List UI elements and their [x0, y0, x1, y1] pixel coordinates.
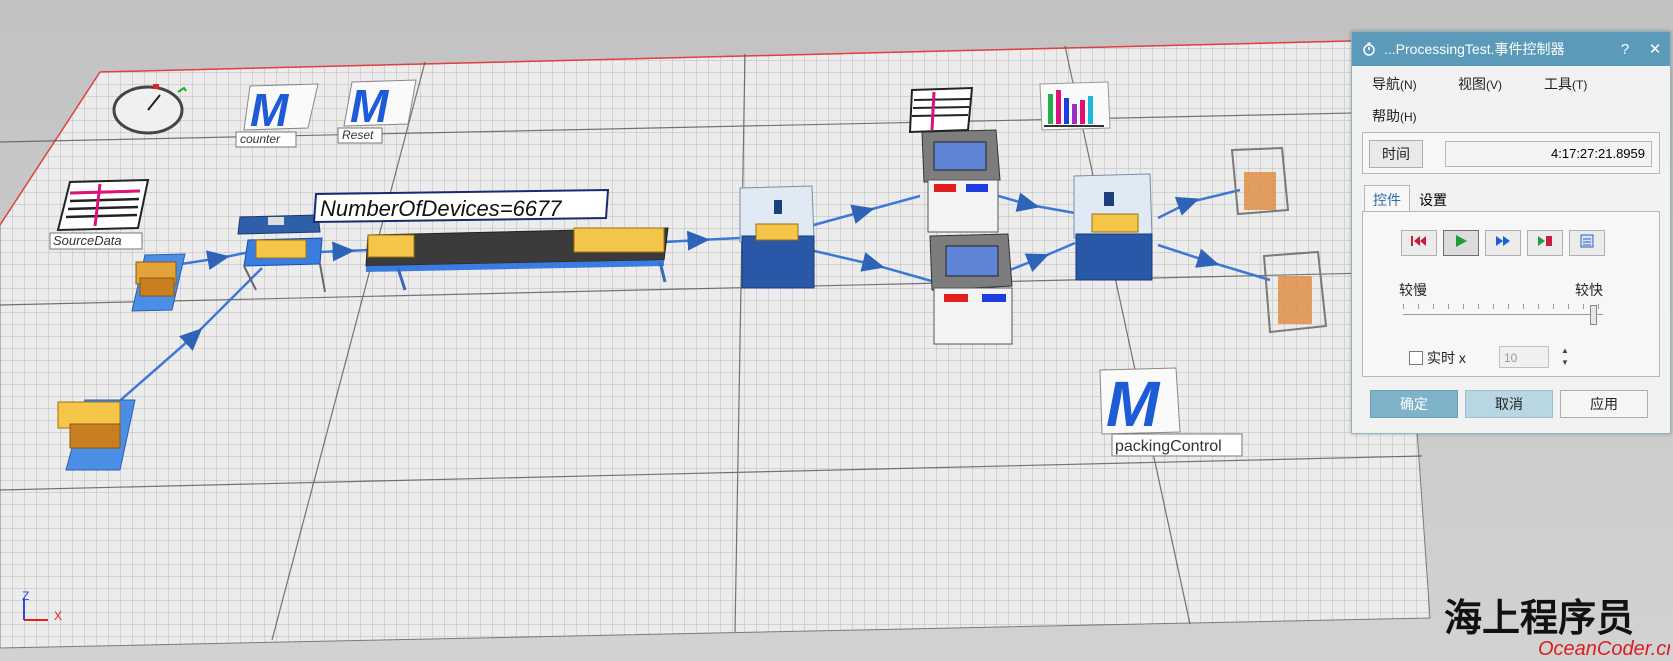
- watermark-cn: 海上程序员: [1444, 596, 1634, 640]
- realtime-label: 实时 x: [1427, 350, 1466, 366]
- realtime-checkbox[interactable]: [1409, 351, 1423, 365]
- connector: [809, 248, 936, 284]
- start-stop-button[interactable]: [1443, 230, 1479, 256]
- time-button[interactable]: 时间: [1369, 140, 1423, 168]
- conveyor-line[interactable]: [365, 227, 669, 291]
- tab-strip: 控件 设置: [1364, 185, 1456, 215]
- method-glyph: M: [1106, 368, 1161, 440]
- chart-icon[interactable]: [1039, 81, 1111, 131]
- speed-fast-label: 较快: [1575, 282, 1603, 298]
- connector: [1009, 241, 1076, 273]
- test-machine[interactable]: [921, 129, 1001, 233]
- connector: [809, 194, 921, 228]
- source-station[interactable]: [131, 253, 186, 312]
- speed-slider[interactable]: [1403, 302, 1603, 326]
- watermark-url: OceanCoder.cn: [1538, 638, 1670, 660]
- dialog-title-bar[interactable]: ...ProcessingTest.事件控制器 ? ✕: [1352, 32, 1670, 66]
- menu-bar: 导航(N) 视图(V) 工具(T) 帮助(H): [1352, 66, 1670, 134]
- method-icon-packingcontrol[interactable]: M packingControl: [1099, 367, 1243, 457]
- slider-track: [1403, 314, 1603, 315]
- sourcedata-label: SourceData: [53, 233, 122, 248]
- buffer-station[interactable]: [237, 214, 326, 293]
- connector: [114, 267, 263, 406]
- table-icon-sourcedata[interactable]: SourceData: [49, 178, 150, 250]
- drain-cage[interactable]: [1230, 146, 1290, 216]
- method-icon-counter[interactable]: M counter: [235, 83, 319, 148]
- test-machine[interactable]: [929, 233, 1013, 345]
- connector: [317, 241, 371, 262]
- fast-forward-button[interactable]: [1485, 230, 1521, 256]
- dialog-title: ...ProcessingTest.事件控制器: [1384, 41, 1565, 57]
- event-list-button[interactable]: [1569, 230, 1605, 256]
- counter-label: counter: [240, 132, 281, 146]
- stopwatch-icon[interactable]: [112, 84, 187, 135]
- axis-x-label: X: [54, 609, 62, 623]
- number-of-devices-label: NumberOfDevices=6677: [320, 196, 562, 221]
- connector: [664, 230, 741, 251]
- drain-cage[interactable]: [1262, 250, 1328, 334]
- time-display: 4:17:27:21.8959: [1445, 141, 1652, 167]
- connector: [174, 250, 251, 271]
- watermark-logo: 海上程序员 OceanCoder.cn: [1444, 596, 1670, 660]
- menu-tools[interactable]: 工具(T): [1544, 76, 1588, 92]
- controls-panel: 较慢 较快 实时 x 10 ▲ ▼: [1362, 211, 1660, 377]
- spin-down-icon[interactable]: ▼: [1561, 358, 1569, 367]
- realtime-factor-input[interactable]: 10: [1499, 346, 1549, 368]
- fast-forward-icon: [1494, 234, 1512, 253]
- axis-z-label: Z: [22, 589, 29, 603]
- tab-settings[interactable]: 设置: [1419, 192, 1447, 208]
- cancel-button[interactable]: 取消: [1465, 390, 1553, 418]
- menu-navigate[interactable]: 导航(N): [1372, 76, 1417, 92]
- packing-station[interactable]: [1073, 173, 1153, 281]
- time-group: 时间 4:17:27:21.8959: [1362, 132, 1660, 174]
- connector: [1157, 188, 1241, 220]
- apply-button[interactable]: 应用: [1560, 390, 1648, 418]
- step-stop-icon: [1536, 234, 1554, 253]
- reset-to-start-button[interactable]: [1401, 230, 1437, 256]
- ok-button[interactable]: 确定: [1370, 390, 1458, 418]
- close-button[interactable]: ✕: [1648, 41, 1662, 58]
- number-of-devices-display[interactable]: NumberOfDevices=6677: [312, 188, 610, 224]
- slider-thumb[interactable]: [1590, 305, 1597, 325]
- slider-ticks: [1403, 304, 1603, 309]
- packingcontrol-label: packingControl: [1115, 438, 1222, 455]
- menu-view[interactable]: 视图(V): [1458, 76, 1502, 92]
- grid-floor[interactable]: [0, 39, 1431, 649]
- tab-controls[interactable]: 控件: [1364, 185, 1410, 215]
- speed-slow-label: 较慢: [1399, 282, 1427, 298]
- method-icon-reset[interactable]: M Reset: [337, 79, 417, 144]
- table-icon-results[interactable]: [908, 86, 974, 134]
- reset-label: Reset: [342, 128, 374, 142]
- connector: [1157, 243, 1271, 282]
- menu-help[interactable]: 帮助(H): [1372, 108, 1417, 124]
- step-button[interactable]: [1527, 230, 1563, 256]
- spin-up-icon[interactable]: ▲: [1561, 346, 1569, 355]
- axis-gizmo: Z X: [22, 589, 62, 623]
- method-glyph: M: [250, 84, 290, 136]
- help-button[interactable]: ?: [1620, 40, 1630, 58]
- play-icon: [1453, 233, 1469, 254]
- stopwatch-icon: [1362, 42, 1376, 56]
- assembly-station[interactable]: [739, 185, 815, 289]
- reset-to-start-icon: [1410, 234, 1428, 253]
- connector: [994, 192, 1076, 215]
- source-station[interactable]: [57, 399, 136, 471]
- list-icon: [1580, 234, 1594, 253]
- event-controller-dialog[interactable]: ...ProcessingTest.事件控制器 ? ✕ 导航(N) 视图(V) …: [1351, 31, 1671, 434]
- flow-connectors: [114, 188, 1271, 406]
- method-glyph: M: [350, 80, 390, 132]
